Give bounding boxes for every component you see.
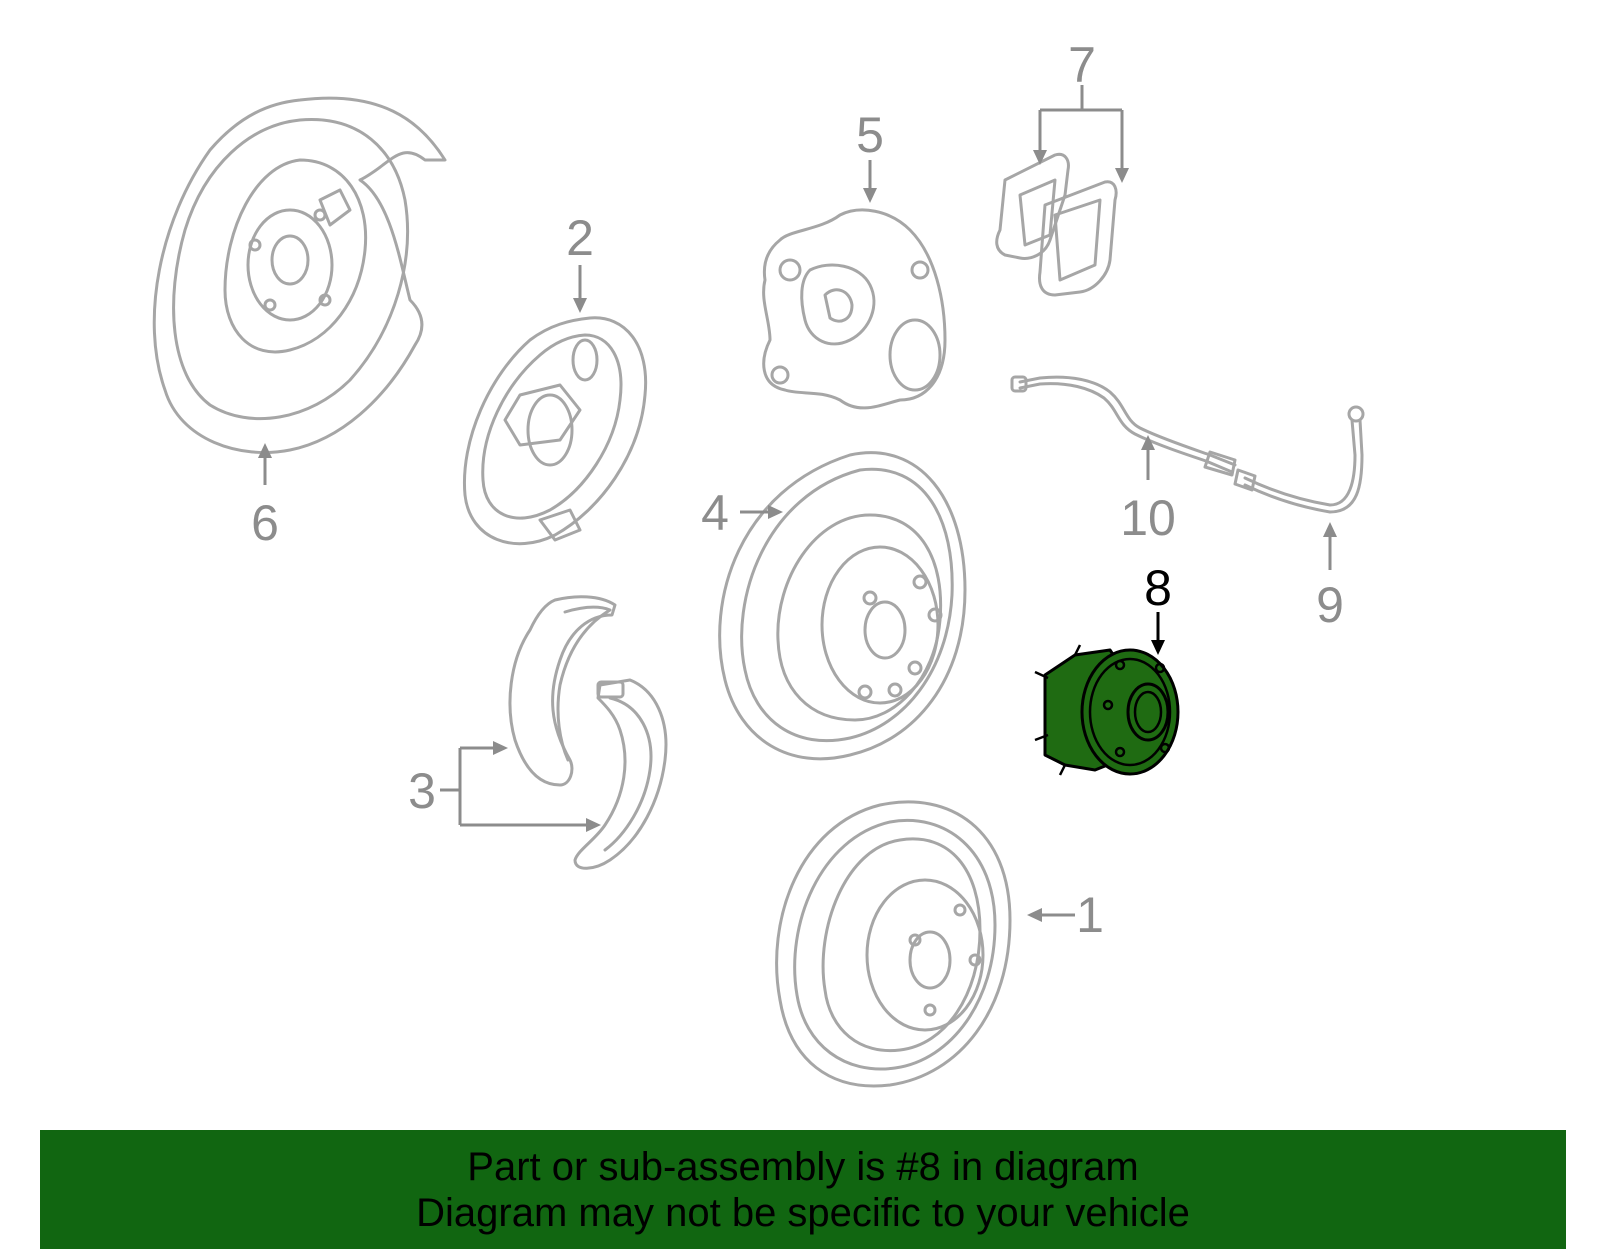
callout-3: 3 (408, 763, 436, 819)
part-3-brake-shoes[interactable] (508, 595, 668, 870)
part-7-brake-pads[interactable] (995, 152, 1118, 297)
callout-2: 2 (566, 210, 594, 266)
callout-10: 10 (1120, 490, 1176, 546)
part-2-backing-plate[interactable] (462, 316, 648, 546)
part-6-dust-shield[interactable] (152, 96, 447, 454)
callout-1: 1 (1076, 887, 1104, 943)
callout-9: 9 (1316, 577, 1344, 633)
part-1-drum[interactable] (775, 800, 1012, 1088)
callout-5: 5 (856, 107, 884, 163)
callout-7: 7 (1068, 37, 1096, 93)
exploded-parts-diagram: 6 2 5 7 10 9 4 3 1 8 (152, 37, 1365, 1088)
banner-line-2: Diagram may not be specific to your vehi… (416, 1191, 1190, 1235)
callout-4: 4 (701, 485, 729, 541)
callout-6: 6 (251, 495, 279, 551)
info-banner: Part or sub-assembly is #8 in diagram Di… (40, 1130, 1566, 1249)
callout-8: 8 (1144, 560, 1172, 616)
part-10-brake-hose[interactable] (1010, 375, 1237, 477)
leader-arrows (258, 85, 1337, 922)
part-9-brake-hose[interactable] (1233, 405, 1365, 514)
part-4-rotor[interactable] (718, 451, 967, 761)
part-5-caliper[interactable] (762, 208, 947, 410)
part-8-hub-bearing[interactable] (1034, 644, 1180, 776)
banner-line-1: Part or sub-assembly is #8 in diagram (467, 1145, 1139, 1189)
